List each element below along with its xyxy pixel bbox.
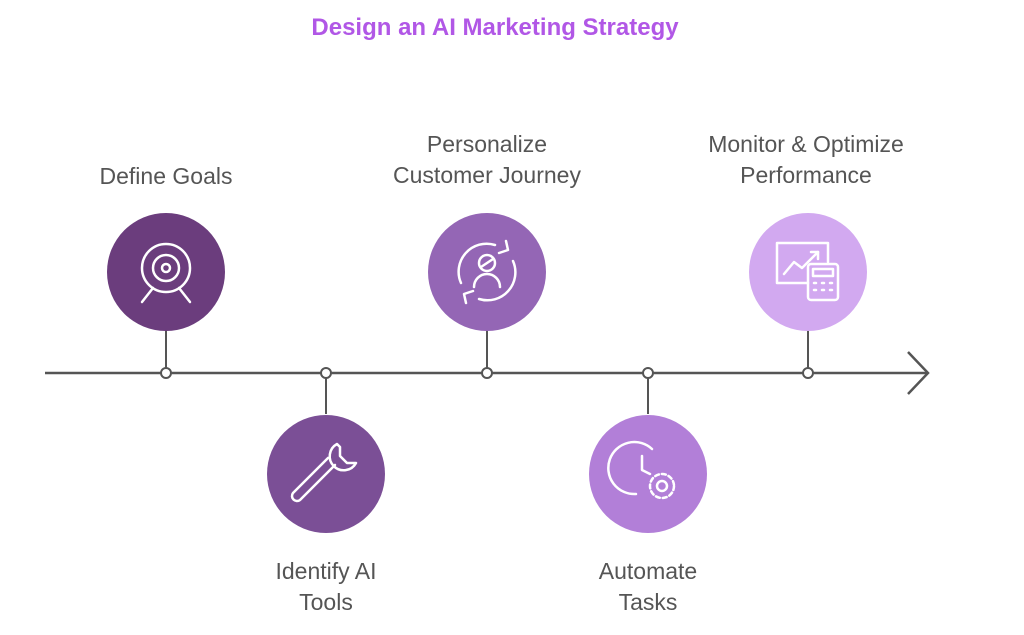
clock-gear-icon: [607, 440, 676, 500]
step-circle-5: [749, 213, 867, 331]
step-label-line: Monitor & Optimize: [708, 131, 904, 157]
step-circle-2: [267, 415, 385, 533]
step-label-line: Personalize: [426, 131, 548, 157]
timeline-node-4: [642, 367, 654, 379]
timeline-arrowhead: [907, 351, 930, 395]
step-label-line: Customer Journey: [393, 162, 581, 188]
step-label-line: Identify AI: [275, 558, 377, 584]
step-label-monitor-optimize-performance: Monitor & Optimize Performance: [676, 129, 936, 191]
step-label-line: Performance: [740, 162, 872, 188]
step-circle-1: [107, 213, 225, 331]
step-label-line: Define Goals: [99, 163, 233, 189]
target-icon: [140, 242, 192, 304]
wrench-icon: [290, 442, 358, 503]
diagram-title: Design an AI Marketing Strategy: [311, 14, 679, 41]
timeline-node-5: [802, 367, 814, 379]
step-label-line: Tasks: [618, 589, 678, 615]
user-cycle-icon: [457, 239, 517, 305]
step-label-line: Automate: [598, 558, 698, 584]
step-label-define-goals: Define Goals: [36, 161, 296, 192]
step-circle-4: [589, 415, 707, 533]
step-label-personalize-customer-journey: Personalize Customer Journey: [357, 129, 617, 191]
step-circle-3: [428, 213, 546, 331]
step-label-identify-ai-tools: Identify AI Tools: [196, 556, 456, 618]
chart-calculator-icon: [775, 241, 840, 302]
step-label-line: Tools: [299, 589, 353, 615]
step-label-automate-tasks: Automate Tasks: [518, 556, 778, 618]
timeline-node-1: [160, 367, 172, 379]
timeline-node-2: [320, 367, 332, 379]
timeline-node-3: [481, 367, 493, 379]
